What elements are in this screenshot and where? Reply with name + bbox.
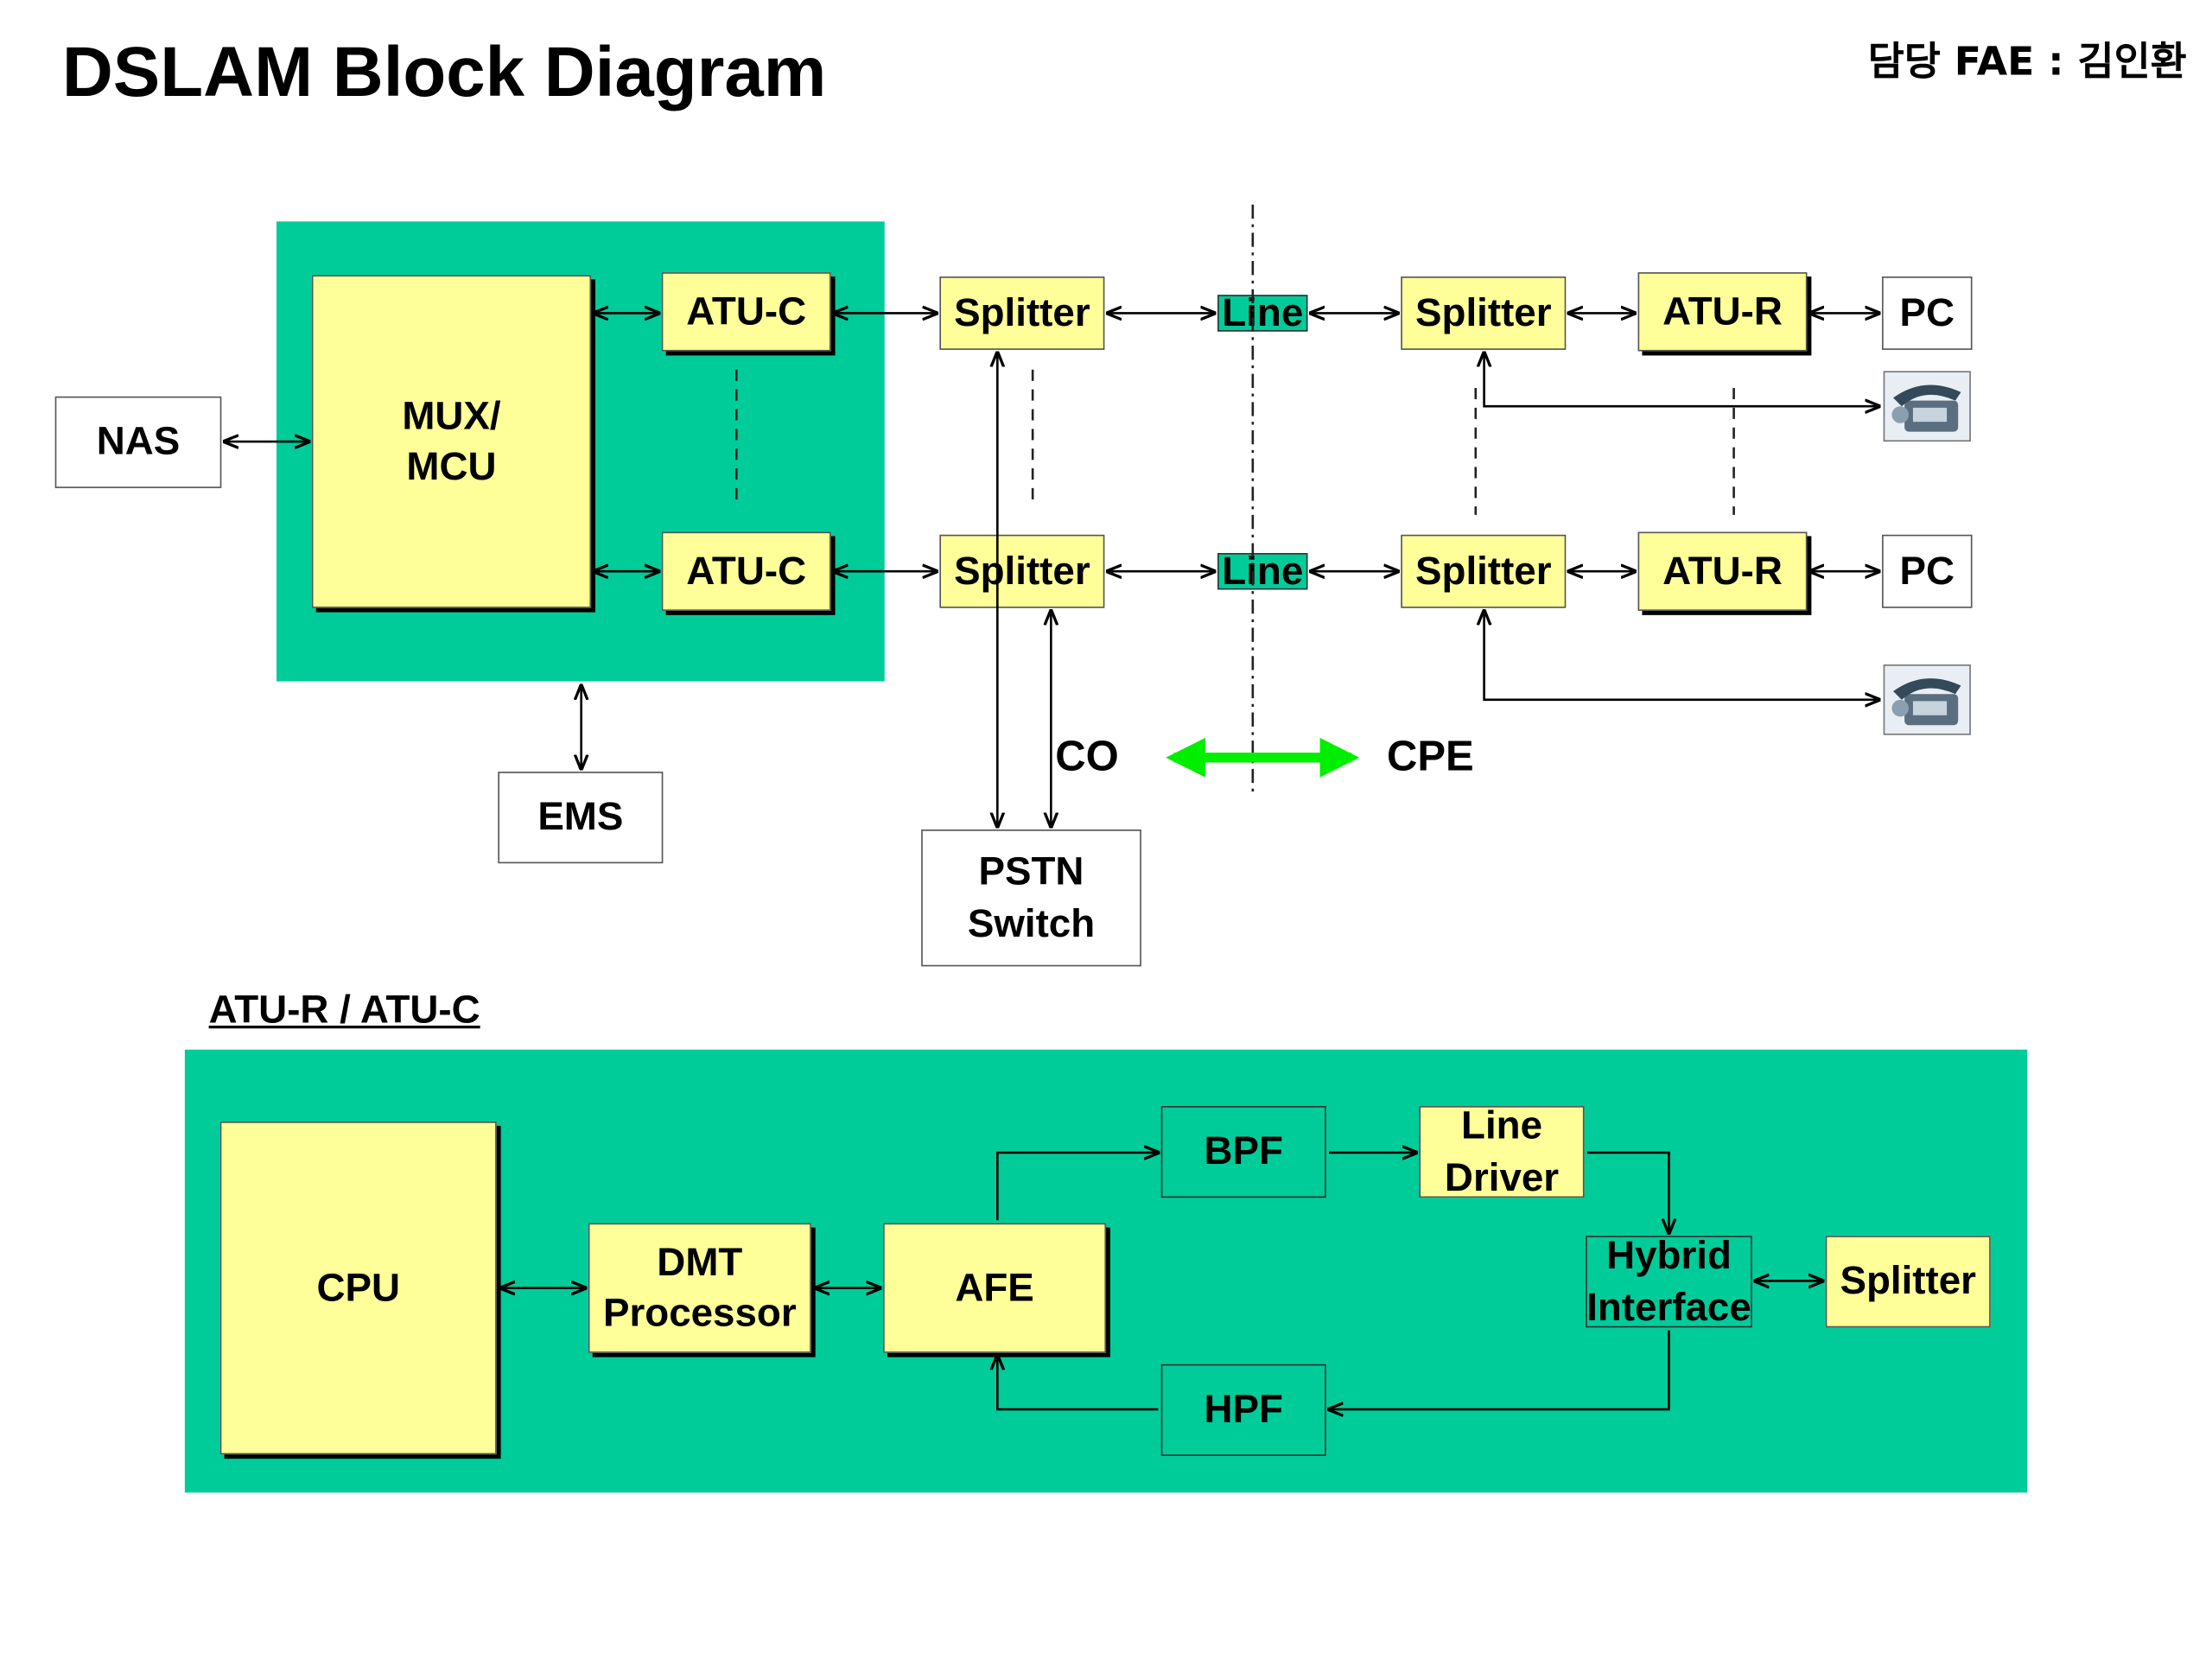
section-title: ATU-R / ATU-C [208, 987, 480, 1032]
cpu-box: CPU [219, 1121, 497, 1455]
splitter-co-box-1: Splitter [939, 276, 1105, 350]
line-box-1: Line [1217, 290, 1308, 334]
co-label: CO [1055, 734, 1119, 780]
hybrid-interface-box: Hybrid Interface [1586, 1233, 1752, 1329]
pc-box-1: PC [1882, 276, 1973, 350]
page-title: DSLAM Block Diagram [61, 32, 827, 111]
hpf-box: HPF [1160, 1363, 1326, 1456]
telephone-icon [1883, 664, 1971, 735]
splitter-cpe-box-1: Splitter [1401, 276, 1567, 350]
bpf-box: BPF [1160, 1106, 1326, 1198]
splitter-co-box-2: Splitter [939, 534, 1105, 608]
pc-box-2: PC [1882, 534, 1973, 608]
splitter-cpe-box-2: Splitter [1401, 534, 1567, 608]
nas-box: NAS [54, 396, 222, 488]
atu-c-box-2: ATU-C [661, 531, 831, 611]
afe-box: AFE [883, 1223, 1107, 1353]
dmt-processor-box: DMT Processor [588, 1223, 811, 1353]
atu-r-box-2: ATU-R [1637, 531, 1808, 611]
cpe-label: CPE [1386, 734, 1474, 780]
atu-c-box-1: ATU-C [661, 272, 831, 352]
mux-mcu-box: MUX/ MCU [311, 275, 592, 608]
author-label: 담당 FAE : 김인환 [1867, 38, 2187, 85]
line-box-2: Line [1217, 549, 1308, 592]
pstn-switch-box: PSTN Switch [921, 830, 1141, 967]
atu-r-box-1: ATU-R [1637, 272, 1808, 352]
telephone-icon [1883, 371, 1971, 442]
splitter-box: Splitter [1825, 1236, 1991, 1328]
line-driver-box: Line Driver [1419, 1103, 1585, 1198]
ems-box: EMS [498, 772, 664, 864]
